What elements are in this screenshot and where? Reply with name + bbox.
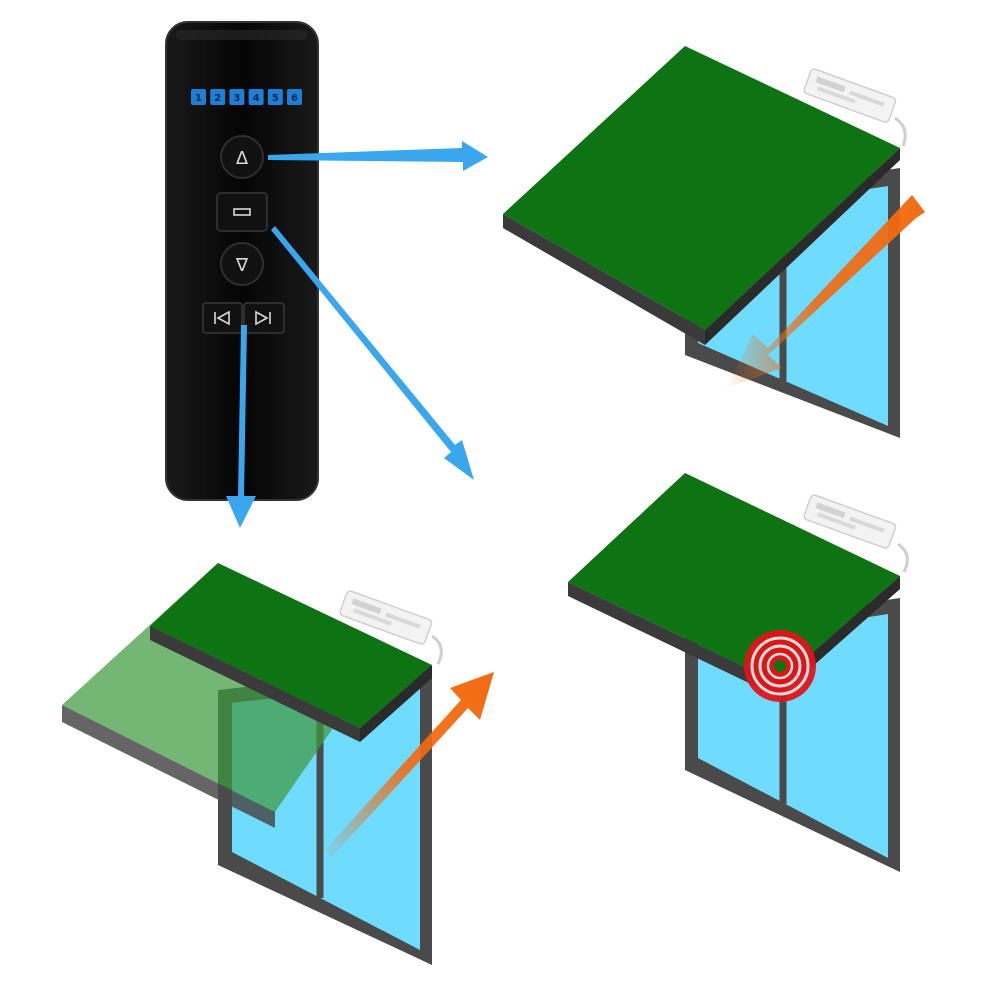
stop-button[interactable]: [216, 192, 268, 232]
arrow-stop-command: [271, 226, 474, 480]
channel-label: 3: [233, 93, 240, 104]
awning-edge: [150, 626, 360, 742]
awning-panel: [150, 563, 432, 728]
channel-label: 5: [272, 93, 279, 104]
channel-label: 2: [214, 93, 221, 104]
remote-highlight: [176, 30, 308, 40]
channel-indicator-6: 6: [287, 89, 302, 105]
down-button[interactable]: ∇: [220, 242, 264, 286]
channel-indicator-2: 2: [210, 89, 226, 105]
next-icon: [255, 310, 271, 326]
scene-stop: [568, 473, 909, 872]
awning-edge: [568, 582, 778, 697]
retract-arrow: [726, 195, 925, 388]
channel-indicator-1: 1: [191, 89, 206, 105]
channel-label: 6: [291, 93, 298, 104]
channel-indicator-4: 4: [248, 89, 264, 105]
channel-label: 4: [253, 93, 260, 104]
channel-label: 1: [195, 93, 202, 104]
stop-icon: [233, 208, 251, 216]
channel-indicator-3: 3: [229, 89, 245, 105]
down-icon: ∇: [235, 255, 249, 276]
prev-channel-button[interactable]: [202, 302, 243, 334]
scene-extend: [62, 563, 494, 965]
scene-retract: [503, 46, 925, 438]
awning-panel: [503, 46, 900, 330]
up-icon: Δ: [236, 148, 249, 169]
awning-panel: [568, 473, 900, 683]
channel-indicator-row: 1 2 3 4 5 6: [191, 89, 302, 105]
next-channel-button[interactable]: [243, 302, 285, 334]
remote-control: 1 2 3 4 5 6 Δ ∇: [165, 21, 319, 501]
command-arrows: [226, 141, 488, 528]
stop-signal-icon: [744, 630, 816, 702]
up-button[interactable]: Δ: [220, 135, 264, 179]
extend-arrow: [318, 672, 494, 858]
arrow-up-command: [268, 141, 488, 171]
prev-icon: [214, 310, 230, 326]
channel-indicator-5: 5: [267, 89, 283, 105]
arrow-down-command: [226, 325, 256, 528]
awning-edge: [503, 214, 705, 345]
